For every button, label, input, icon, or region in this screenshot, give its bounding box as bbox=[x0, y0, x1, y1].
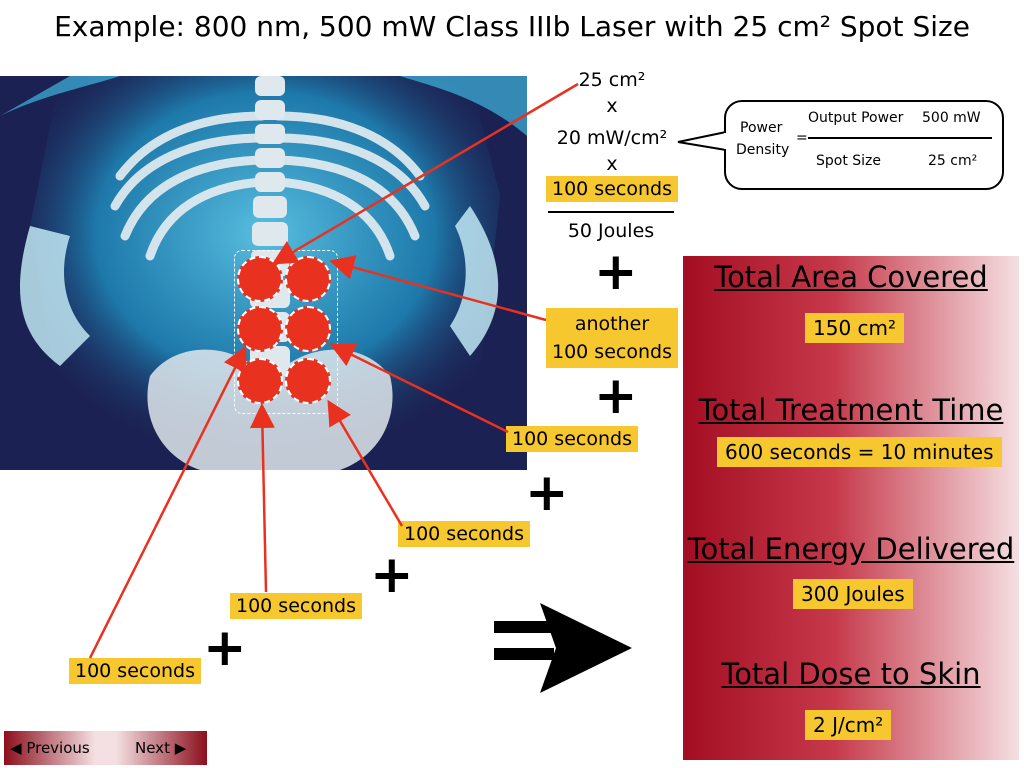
plus-sign: + bbox=[525, 463, 569, 523]
arrow-6 bbox=[88, 345, 247, 659]
total-energy-title: Total Energy Delivered bbox=[687, 532, 1015, 566]
total-dose-title: Total Dose to Skin bbox=[721, 657, 981, 691]
arrow-left-icon: ◀ bbox=[10, 739, 22, 757]
formula-lhs-2: Density bbox=[736, 142, 790, 158]
total-area-title: Total Area Covered bbox=[714, 260, 988, 294]
formula-denominator-value: 25 cm² bbox=[928, 153, 978, 169]
plus-sign: + bbox=[594, 366, 638, 426]
formula-numerator-value: 500 mW bbox=[922, 110, 981, 126]
plus-sign: + bbox=[370, 545, 414, 605]
seconds-label-5: 100 seconds bbox=[230, 593, 362, 619]
treatment-spot bbox=[237, 306, 283, 352]
another-seconds-label: another 100 seconds bbox=[546, 308, 678, 368]
plus-sign: + bbox=[203, 618, 247, 678]
arrow-2 bbox=[329, 255, 547, 322]
arrow-5 bbox=[249, 403, 275, 593]
arrow-1 bbox=[271, 82, 579, 265]
summary-panel: Total Area Covered 150 cm² Total Treatme… bbox=[683, 256, 1019, 760]
previous-label: Previous bbox=[26, 739, 90, 757]
total-time-title: Total Treatment Time bbox=[698, 393, 1004, 427]
calc-times-2: x bbox=[606, 153, 618, 175]
formula-denominator-label: Spot Size bbox=[816, 153, 882, 169]
plus-sign: + bbox=[594, 242, 638, 302]
arrow-right-icon: ▶ bbox=[174, 739, 187, 757]
calc-density: 20 mW/cm² bbox=[556, 127, 668, 149]
arrow-3 bbox=[329, 343, 509, 434]
treatment-spot bbox=[285, 306, 331, 352]
another-line-1: another bbox=[574, 313, 650, 335]
calc-area: 25 cm² bbox=[578, 69, 646, 91]
formula-equals: = bbox=[796, 130, 808, 146]
seconds-label-4: 100 seconds bbox=[398, 521, 530, 547]
formula-fraction-bar bbox=[808, 137, 992, 139]
total-area-value: 150 cm² bbox=[805, 313, 905, 343]
total-dose-value: 2 J/cm² bbox=[805, 710, 892, 740]
seconds-label-3: 100 seconds bbox=[506, 426, 638, 452]
previous-button[interactable]: ◀ Previous bbox=[10, 739, 90, 757]
calc-seconds-label: 100 seconds bbox=[546, 176, 678, 202]
seconds-label-6: 100 seconds bbox=[69, 658, 201, 684]
calc-result: 50 Joules bbox=[567, 220, 655, 242]
formula-lhs-1: Power bbox=[740, 120, 783, 136]
treatment-spot bbox=[285, 358, 331, 404]
slide-navigation: ◀ Previous Next ▶ bbox=[4, 731, 207, 765]
next-label: Next bbox=[135, 739, 170, 757]
formula-numerator-label: Output Power bbox=[808, 110, 904, 126]
total-time-value: 600 seconds = 10 minutes bbox=[717, 437, 1002, 467]
arrow-4 bbox=[327, 399, 404, 527]
slide-title: Example: 800 nm, 500 mW Class IIIb Laser… bbox=[54, 10, 970, 43]
next-button[interactable]: Next ▶ bbox=[135, 739, 186, 757]
calc-times-1: x bbox=[606, 95, 618, 117]
power-density-callout bbox=[724, 100, 1004, 190]
another-line-2: 100 seconds bbox=[552, 341, 672, 363]
calc-divider bbox=[548, 211, 674, 213]
total-energy-value: 300 Joules bbox=[793, 579, 913, 609]
